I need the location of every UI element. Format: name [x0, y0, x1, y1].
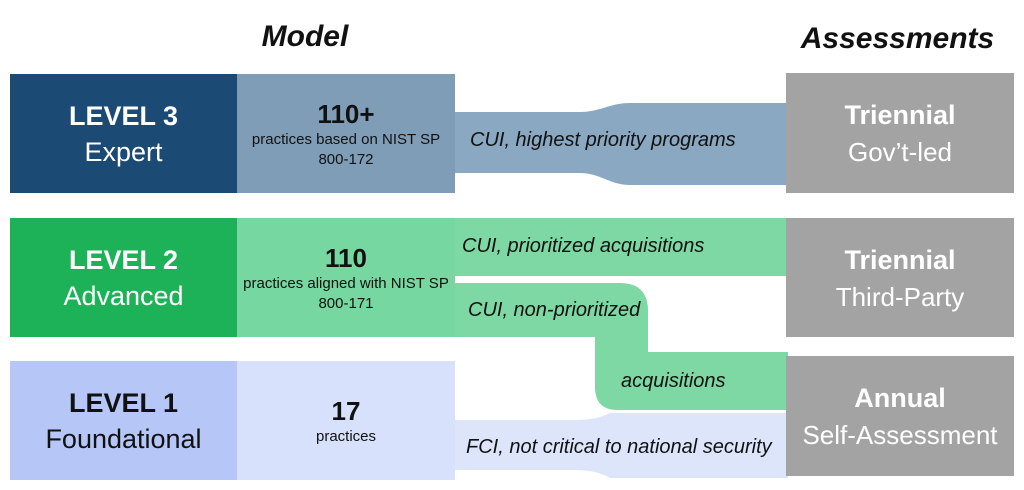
level-2-subtitle: Advanced	[63, 280, 184, 311]
flow-label-cui-prioritized: CUI, prioritized acquisitions	[462, 235, 705, 257]
level-1-title: LEVEL 1	[68, 387, 179, 418]
flow-label-acquisitions: acquisitions	[621, 370, 726, 392]
assessment-third-party-box: Triennial Third-Party	[786, 218, 1014, 337]
level-1-practice-count: 17	[331, 395, 361, 426]
assessments-header: Assessments	[800, 22, 995, 55]
band-level2-to-self	[455, 283, 788, 410]
assessment-govt-led-subtitle: Gov’t-led	[847, 137, 953, 167]
level-3-practice-count: 110+	[317, 98, 375, 129]
assessment-govt-led-title: Triennial	[844, 100, 956, 130]
assessment-self-subtitle: Self-Assessment	[802, 420, 998, 450]
assessment-govt-led-box: Triennial Gov’t-led	[786, 73, 1014, 193]
flow-label-cui-non-prioritized: CUI, non-prioritized	[468, 299, 641, 321]
level-1-box: LEVEL 1 Foundational	[10, 361, 237, 480]
level-1-practice-description: practices	[315, 427, 377, 445]
assessment-third-party-title: Triennial	[844, 244, 956, 275]
level-3-box: LEVEL 3 Expert	[10, 74, 237, 193]
assessment-third-party-subtitle: Third-Party	[835, 281, 965, 312]
level-2-practice-description: practices aligned with NIST SP 800-171	[243, 274, 449, 312]
level-3-subtitle: Expert	[84, 136, 163, 167]
level-1-subtitle: Foundational	[45, 423, 202, 454]
band-level3-to-govt	[455, 103, 788, 185]
level-1-practices-box: 17 practices	[237, 361, 455, 480]
level-3-title: LEVEL 3	[68, 100, 179, 131]
assessment-self-box: Annual Self-Assessment	[786, 356, 1014, 476]
level-2-practice-count: 110	[325, 242, 367, 273]
band-level1-to-self	[455, 413, 788, 478]
level-2-box: LEVEL 2 Advanced	[10, 218, 237, 337]
level-3-practice-description: practices based on NIST SP 800-172	[251, 130, 441, 168]
assessment-self-title: Annual	[854, 383, 946, 413]
level-2-practices-box: 110 practices aligned with NIST SP 800-1…	[237, 218, 455, 337]
flow-label-fci: FCI, not critical to national security	[466, 436, 772, 458]
level-3-practices-box: 110+ practices based on NIST SP 800-172	[237, 74, 455, 193]
level-2-title: LEVEL 2	[68, 244, 179, 275]
band-level2-to-third-party	[455, 218, 788, 276]
flow-label-cui-highest: CUI, highest priority programs	[470, 129, 736, 151]
model-header: Model	[261, 20, 349, 53]
